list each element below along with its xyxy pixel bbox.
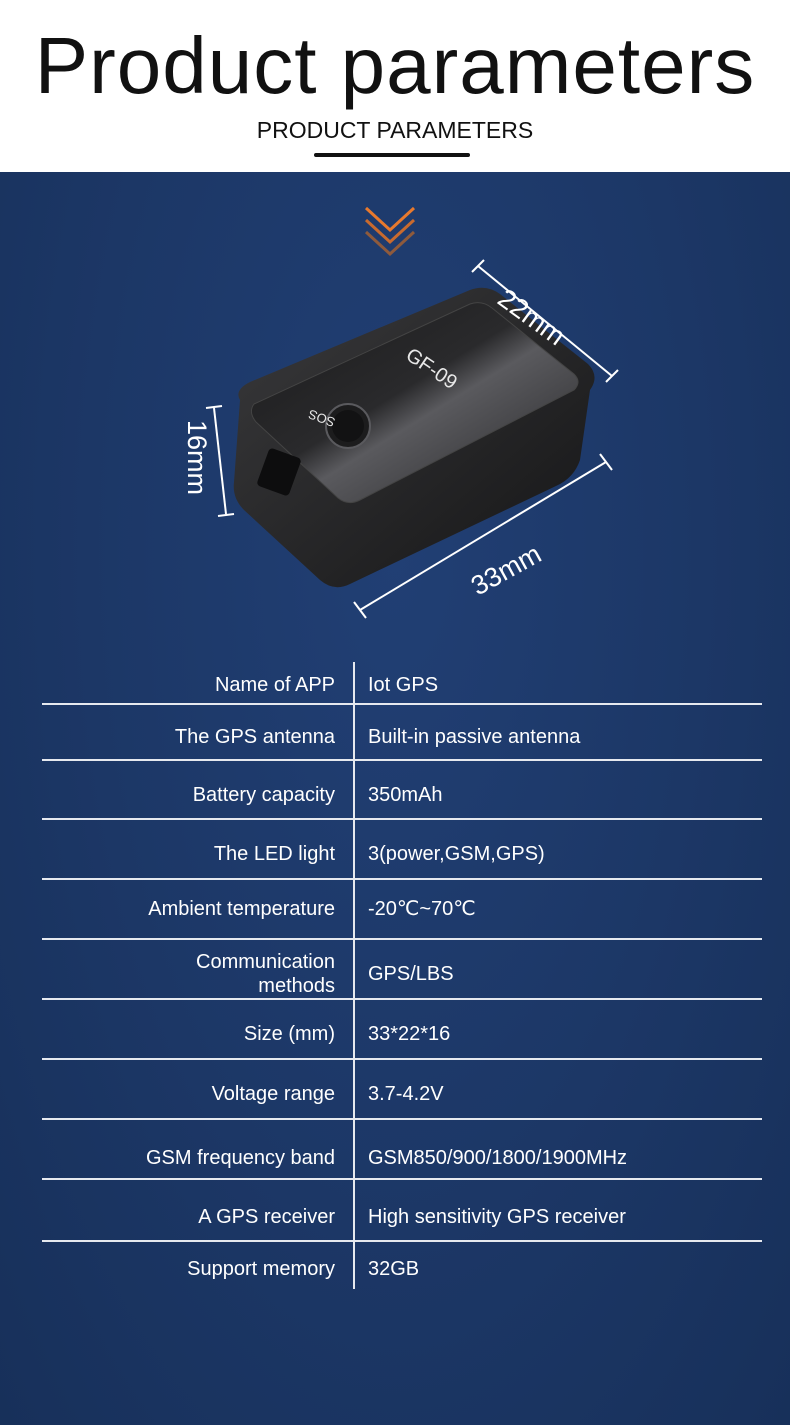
row-divider	[42, 1118, 762, 1120]
param-label: Name of APP	[214, 674, 335, 696]
param-value: 3(power,GSM,GPS)	[368, 843, 545, 865]
param-label: Voltage range	[211, 1083, 335, 1105]
row-divider	[42, 1178, 762, 1180]
row-divider	[42, 938, 762, 940]
header: Product parameters PRODUCT PARAMETERS	[0, 0, 790, 172]
gps-tracker-image	[205, 259, 619, 619]
param-value: Iot GPS	[368, 674, 439, 696]
param-label: The GPS antenna	[174, 726, 335, 748]
row-divider	[42, 818, 762, 820]
dimension-height: 16mm	[182, 420, 212, 496]
param-value: GPS/LBS	[368, 963, 454, 985]
param-label: Battery capacity	[192, 784, 335, 806]
param-value: 33*22*16	[368, 1023, 451, 1045]
dim-line-22	[477, 265, 613, 377]
row-divider	[42, 759, 762, 761]
param-label: Ambient temperature	[148, 898, 335, 920]
param-value: -20℃~70℃	[368, 898, 476, 920]
param-label: Communication methods	[42, 950, 335, 998]
param-value: 32GB	[368, 1258, 420, 1280]
param-label-text: Communication methods	[196, 951, 335, 997]
dim-line-33	[359, 461, 607, 611]
param-label: The LED light	[213, 843, 335, 865]
param-value: High sensitivity GPS receiver	[368, 1206, 626, 1228]
param-value: 3.7-4.2V	[368, 1083, 444, 1105]
param-label: A GPS receiver	[198, 1206, 335, 1228]
row-divider	[42, 998, 762, 1000]
row-divider	[42, 1240, 762, 1242]
row-divider	[42, 878, 762, 880]
row-divider	[42, 1058, 762, 1060]
param-label: Size (mm)	[243, 1023, 335, 1045]
param-value: Built-in passive antenna	[368, 726, 581, 748]
page-subtitle: PRODUCT PARAMETERS	[256, 117, 534, 143]
dim-line-16	[213, 407, 227, 515]
page-title: Product parameters	[34, 21, 756, 110]
title-underline	[314, 153, 470, 157]
table-column-divider	[353, 662, 355, 1289]
param-value: 350mAh	[368, 784, 443, 806]
param-value: GSM850/900/1800/1900MHz	[368, 1147, 628, 1169]
row-divider	[42, 703, 762, 705]
param-label: Support memory	[187, 1258, 335, 1280]
param-label: GSM frequency band	[146, 1147, 335, 1169]
chevron-down-icon	[364, 206, 416, 257]
